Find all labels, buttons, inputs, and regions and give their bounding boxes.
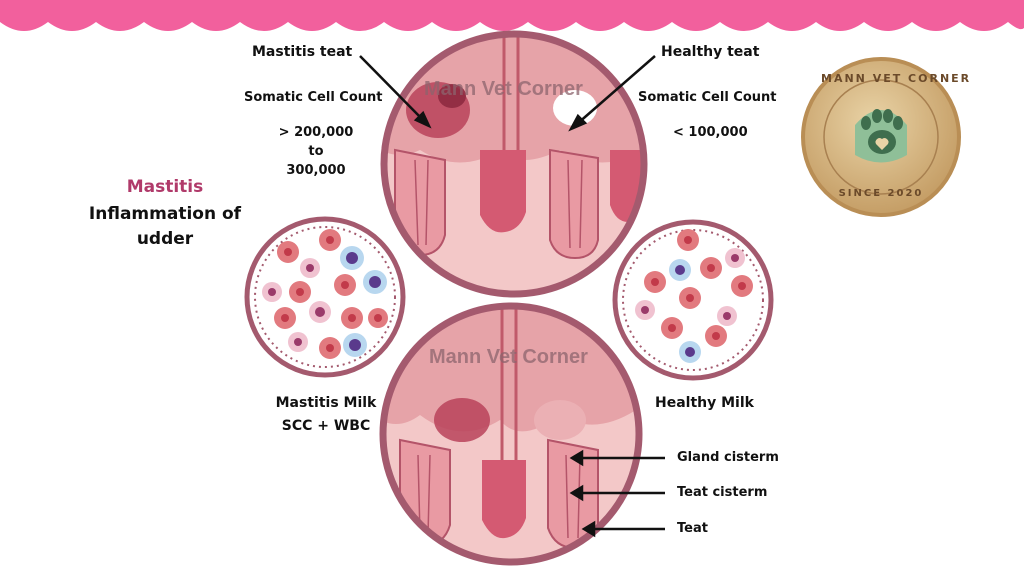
gland-cistern-label: Gland cisterm <box>677 450 779 465</box>
paw-heart-icon <box>855 109 907 163</box>
scc-right-value: < 100,000 <box>673 125 748 140</box>
healthy-milk-circle <box>612 219 774 381</box>
scalloped-top-border <box>0 0 1024 31</box>
mastitis-milk-circle <box>244 216 406 378</box>
healthy-cells <box>635 229 753 363</box>
udder-cross-section-bottom <box>379 302 643 566</box>
mastitis-cells <box>262 229 388 359</box>
teat-label: Teat <box>677 521 708 536</box>
inflammation-line1: Inflammation of <box>88 204 242 224</box>
healthy-teat-arrow <box>576 55 656 125</box>
mastitis-teat-arrow <box>359 55 426 123</box>
mastitis-milk-line2: SCC + WBC <box>281 418 371 434</box>
watermark-bottom: Mann Vet Corner <box>429 346 588 368</box>
logo-coin <box>801 57 961 217</box>
scc-left-line2: to <box>308 144 324 159</box>
scc-left-title: Somatic Cell Count <box>244 90 383 105</box>
scc-left-line3: 300,000 <box>286 163 346 178</box>
healthy-teat-label: Healthy teat <box>661 44 760 60</box>
udder-cross-section-top <box>380 30 648 298</box>
watermark-top: Mann Vet Corner <box>424 78 583 100</box>
teat-cistern-label: Teat cisterm <box>677 485 768 500</box>
logo-since: SINCE 2020 <box>838 188 924 199</box>
scc-left-line1: > 200,000 <box>278 125 354 140</box>
mastitis-title: Mastitis <box>126 177 204 197</box>
scc-right-title: Somatic Cell Count <box>638 90 777 105</box>
mastitis-milk-line1: Mastitis Milk <box>275 395 377 411</box>
pointer-arrows <box>359 55 665 538</box>
mastitis-teat-label: Mastitis teat <box>252 44 353 60</box>
healthy-milk-label: Healthy Milk <box>655 395 754 411</box>
inflammation-line2: udder <box>136 229 194 249</box>
logo-name: MANN VET CORNER <box>821 72 972 85</box>
